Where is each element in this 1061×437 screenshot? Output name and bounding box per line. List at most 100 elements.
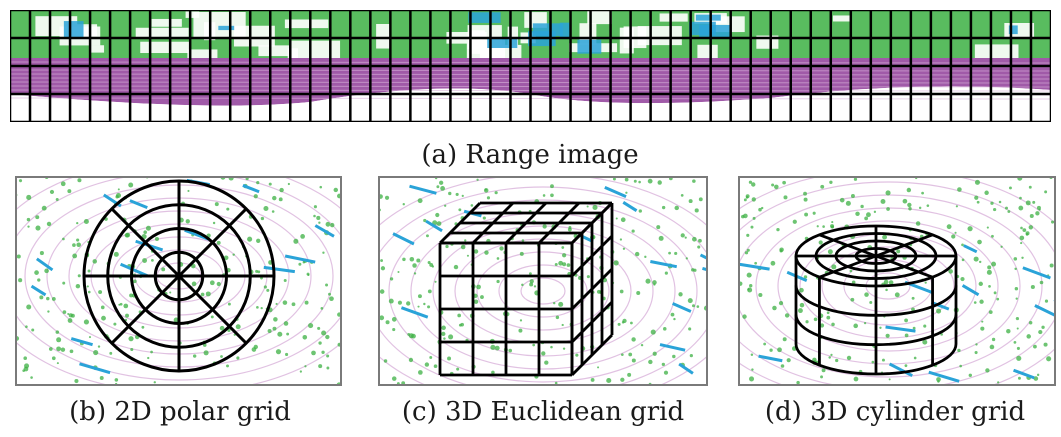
- vegetation-point: [210, 315, 214, 319]
- vegetation-point: [286, 332, 290, 336]
- vegetation-point: [634, 251, 640, 257]
- blue-streak: [30, 284, 47, 297]
- vegetation-point: [321, 350, 325, 354]
- vegetation-point: [973, 301, 977, 304]
- vegetation-point: [39, 251, 44, 256]
- vegetation-point: [328, 292, 332, 296]
- vegetation-point: [470, 204, 474, 207]
- vegetation-point: [906, 187, 912, 193]
- vegetation-point: [864, 216, 869, 221]
- vegetation-point: [1016, 355, 1022, 361]
- vegetation-point: [987, 265, 992, 270]
- vegetation-point: [558, 301, 564, 307]
- sky-gap: [187, 49, 218, 61]
- vegetation-point: [260, 307, 263, 310]
- vegetation-point: [533, 285, 537, 288]
- vegetation-point: [678, 292, 683, 297]
- vegetation-point: [402, 257, 406, 262]
- vegetation-point: [553, 301, 556, 305]
- vegetation-point: [380, 259, 383, 262]
- vegetation-point: [441, 331, 446, 337]
- vegetation-point: [985, 368, 990, 373]
- sky-gap: [832, 15, 851, 22]
- vegetation-point: [990, 201, 994, 205]
- vegetation-point: [39, 295, 44, 300]
- vegetation-point: [444, 204, 447, 207]
- vegetation-point: [128, 336, 134, 342]
- vegetation-point: [561, 246, 565, 249]
- vegetation-point: [684, 236, 687, 239]
- vegetation-point: [83, 319, 89, 325]
- vegetation-point: [98, 290, 103, 295]
- vegetation-point: [25, 325, 28, 328]
- vegetation-point: [128, 182, 134, 188]
- vegetation-point: [555, 315, 560, 320]
- vegetation-point: [76, 238, 80, 242]
- vegetation-point: [119, 302, 123, 306]
- vegetation-point: [1044, 190, 1048, 194]
- vegetation-point: [48, 347, 53, 351]
- caption-polar-grid: (b) 2D polar grid: [69, 397, 291, 427]
- vegetation-point: [996, 297, 1000, 301]
- vegetation-point: [313, 205, 317, 209]
- vegetation-point: [383, 359, 388, 363]
- vegetation-point: [443, 337, 446, 340]
- vegetation-point: [200, 292, 205, 297]
- vegetation-point: [1043, 342, 1048, 347]
- sky-gap: [376, 24, 390, 49]
- vegetation-point: [670, 312, 675, 317]
- vegetation-point: [320, 307, 324, 310]
- vegetation-point: [322, 251, 325, 254]
- vegetation-point: [851, 280, 856, 285]
- sky-gap: [258, 45, 290, 57]
- vegetation-point: [326, 354, 330, 358]
- vegetation-point: [455, 192, 459, 197]
- vegetation-point: [87, 290, 91, 294]
- vegetation-point: [409, 256, 415, 262]
- vegetation-point: [652, 280, 657, 285]
- vegetation-point: [226, 364, 229, 368]
- vegetation-point: [980, 326, 985, 331]
- vegetation-point: [253, 194, 258, 199]
- vegetation-point: [86, 285, 89, 288]
- blue-patch: [695, 14, 721, 21]
- vegetation-point: [803, 191, 807, 196]
- vegetation-point: [993, 207, 997, 212]
- vegetation-point: [955, 205, 958, 208]
- right-depth: [571, 334, 613, 376]
- vegetation-point: [318, 221, 321, 224]
- vegetation-point: [954, 231, 957, 234]
- vegetation-point: [476, 178, 479, 181]
- sky-gap: [1004, 22, 1035, 39]
- vegetation-point: [529, 279, 534, 284]
- vegetation-point: [129, 293, 134, 298]
- vegetation-point: [656, 225, 661, 230]
- vegetation-point: [27, 225, 30, 228]
- vegetation-point: [904, 333, 909, 338]
- vegetation-point: [46, 296, 50, 301]
- vegetation-point: [268, 182, 272, 186]
- vegetation-point: [644, 255, 647, 258]
- vegetation-point: [1028, 225, 1034, 230]
- vegetation-point: [592, 204, 598, 211]
- vegetation-point: [977, 239, 982, 245]
- vegetation-point: [751, 182, 756, 187]
- blue-patch: [468, 12, 501, 23]
- blue-streak: [650, 259, 678, 269]
- vegetation-point: [813, 317, 818, 322]
- sky-gap: [90, 45, 105, 53]
- vegetation-point: [379, 315, 385, 321]
- vegetation-point: [883, 279, 889, 285]
- vegetation-point: [1013, 257, 1018, 261]
- vegetation-point: [812, 211, 816, 215]
- vegetation-point: [544, 360, 549, 365]
- vegetation-point: [1032, 200, 1036, 204]
- vegetation-point: [76, 242, 81, 248]
- vegetation-point: [620, 217, 626, 223]
- blue-patch: [532, 23, 563, 36]
- vegetation-point: [321, 330, 327, 336]
- vegetation-point: [402, 203, 405, 206]
- vegetation-point: [746, 272, 752, 278]
- vegetation-point: [640, 343, 644, 347]
- vegetation-point: [882, 234, 888, 240]
